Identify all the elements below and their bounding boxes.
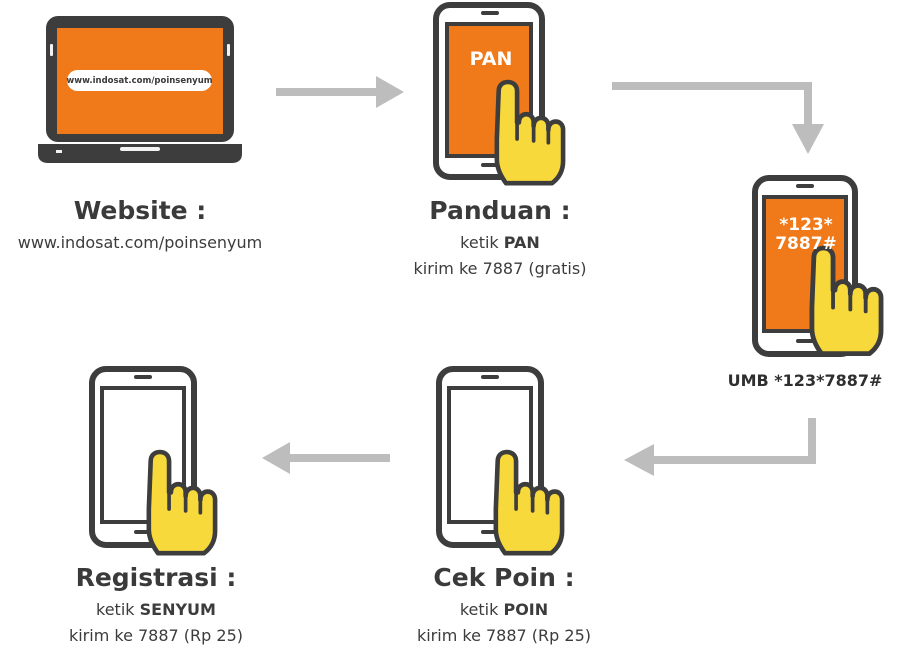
- arrow-right-down-icon: [612, 82, 832, 156]
- registrasi-keyword: SENYUM: [139, 600, 216, 619]
- laptop-url-text: www.indosat.com/poinsenyum: [66, 75, 213, 86]
- phone-cek-poin-illustration: [436, 366, 571, 550]
- cek-poin-title: Cek Poin :: [433, 563, 575, 592]
- arrow-right-icon: [276, 74, 406, 110]
- panduan-line2: kirim ke 7887 (gratis): [413, 259, 587, 278]
- registrasi-line2: kirim ke 7887 (Rp 25): [68, 626, 244, 645]
- panduan-title: Panduan :: [429, 196, 571, 225]
- panduan-line1-prefix: ketik: [460, 233, 504, 252]
- phone-umb-illustration: [752, 175, 892, 360]
- website-title: Website :: [73, 196, 207, 225]
- registrasi-title: Registrasi :: [75, 563, 237, 592]
- laptop-url-bar: www.indosat.com/poinsenyum: [66, 70, 213, 91]
- cek-poin-line2: kirim ke 7887 (Rp 25): [416, 626, 592, 645]
- arrow-down-left-icon: [622, 418, 818, 478]
- phone-pan-illustration: [433, 2, 563, 182]
- phone-registrasi-illustration: [89, 366, 224, 550]
- cek-poin-keyword: POIN: [503, 600, 549, 619]
- umb-label: UMB *123*7887#: [727, 371, 883, 390]
- cek-poin-line1: ketik POIN: [404, 600, 604, 619]
- phone-umb-screen-line1: *123*: [779, 215, 833, 235]
- website-url-text: www.indosat.com/poinsenyum: [17, 233, 263, 252]
- panduan-keyword: PAN: [503, 233, 540, 252]
- arrow-left-icon: [262, 440, 390, 476]
- phone-umb-screen-line2: 7887#: [775, 234, 837, 254]
- phone-pan-screen-text: PAN: [469, 48, 513, 70]
- registrasi-line1: ketik SENYUM: [56, 600, 256, 619]
- panduan-line1: ketik PAN: [400, 233, 600, 252]
- registrasi-line1-prefix: ketik: [96, 600, 140, 619]
- cek-poin-line1-prefix: ketik: [459, 600, 504, 619]
